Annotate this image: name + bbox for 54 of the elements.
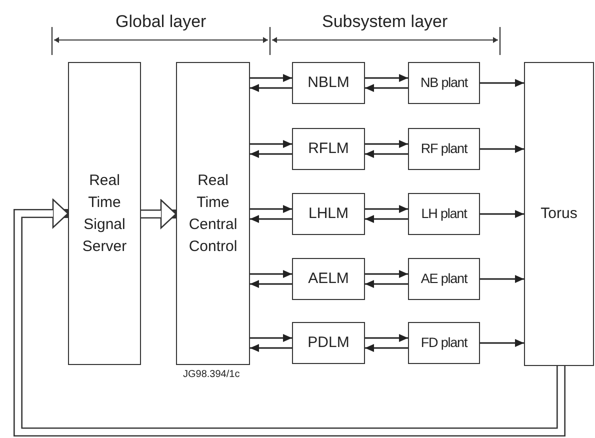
box-label: RF plant [420,140,468,158]
box-label: LH plant [421,205,467,223]
process-box [408,62,480,104]
arrow [365,270,408,278]
arrow [250,74,292,82]
process-box [292,62,365,104]
arrow [480,339,524,347]
process-box [408,193,480,235]
arrow [250,140,292,148]
process-box [68,62,141,365]
arrow [365,205,408,213]
arrow [480,79,524,87]
box-label: Torus [540,204,578,224]
arrow [250,270,292,278]
arrow [365,215,408,223]
arrow [365,84,408,92]
process-box [408,322,480,364]
process-box [176,62,250,365]
process-box [292,258,365,300]
box-label: NB plant [420,74,468,92]
box-label: Real Time Signal Server [81,170,128,256]
process-box [292,193,365,235]
arrow [365,280,408,288]
box-label: RFLM [308,139,349,159]
layer-label: Global layer [116,12,206,32]
process-box [408,128,480,170]
arrow [480,145,524,153]
arrow [250,84,292,92]
arrow [365,334,408,342]
layer-label: Subsystem layer [322,12,448,32]
arrow [365,140,408,148]
arrow [365,344,408,352]
process-box [408,258,480,300]
arrow [365,150,408,158]
process-box [524,62,594,366]
arrow [480,210,524,218]
box-label: LHLM [308,204,348,224]
arrow [250,344,292,352]
arrow [250,205,292,213]
arrow [480,275,524,283]
arrow [250,334,292,342]
arrow [365,74,408,82]
arrow [250,150,292,158]
box-label: FD plant [420,334,468,352]
figure-code: JG98.394/1c [183,369,240,380]
arrow [250,215,292,223]
box-label: Real Time Central Control [188,170,238,256]
process-box [292,322,365,364]
box-label: AE plant [420,270,468,288]
box-label: NBLM [308,73,350,93]
box-label: PDLM [308,333,350,353]
arrow [250,280,292,288]
process-box [292,128,365,170]
box-label: AELM [308,269,349,289]
